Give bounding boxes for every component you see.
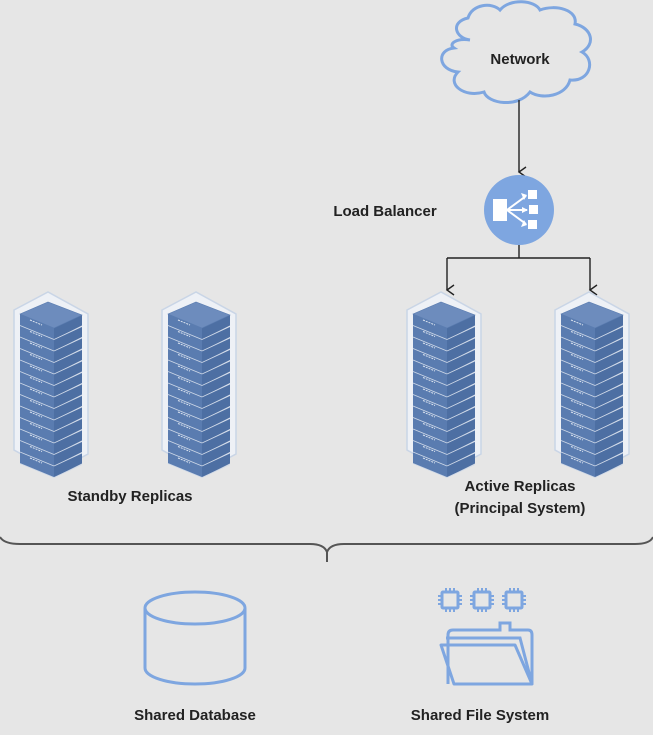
standby-replicas-label: Standby Replicas (67, 488, 193, 505)
server-unit (167, 452, 231, 478)
server-unit (19, 383, 83, 409)
chip-icon (438, 588, 462, 612)
server-unit (19, 314, 83, 340)
grouping-brace (0, 536, 653, 562)
server-unit (167, 406, 231, 432)
server-unit (19, 371, 83, 398)
server-unit (412, 325, 476, 352)
active-replicas-sublabel: (Principal System) (454, 500, 586, 517)
server-unit (560, 383, 624, 409)
server-unit (167, 348, 231, 375)
server-unit (412, 417, 476, 444)
server-unit (167, 360, 231, 386)
shared-database-label: Shared Database (134, 707, 256, 724)
server-unit (167, 440, 231, 467)
server-unit (560, 452, 624, 478)
server-unit (560, 440, 624, 467)
server-unit (19, 417, 83, 444)
server-unit (167, 371, 231, 398)
server-unit (560, 314, 624, 340)
server-unit (412, 348, 476, 375)
shared-file-system-icon[interactable] (438, 588, 534, 686)
server-unit (412, 337, 476, 363)
active-replicas-label: Active Replicas (464, 478, 576, 495)
chip-icon (502, 588, 526, 612)
server-unit (412, 440, 476, 467)
server-unit (560, 394, 624, 421)
server-unit (19, 360, 83, 386)
server-unit (560, 325, 624, 352)
server-unit (560, 417, 624, 444)
server-unit (19, 394, 83, 421)
network-cloud-icon[interactable] (440, 0, 592, 104)
server-unit (560, 429, 624, 455)
active-replica-2-server-icon[interactable] (554, 291, 630, 478)
active-replica-1-server-icon[interactable] (406, 291, 482, 478)
edge-load-balancer-to-active-replicas (445, 245, 598, 296)
server-unit (19, 406, 83, 432)
server-unit (412, 383, 476, 409)
server-unit (19, 429, 83, 455)
server-unit (560, 406, 624, 432)
server-unit (560, 360, 624, 386)
server-unit (167, 394, 231, 421)
load-balancer-icon[interactable] (484, 175, 554, 245)
shared-file-system-label: Shared File System (410, 707, 550, 724)
server-unit (19, 452, 83, 478)
load-balancer-label: Load Balancer (333, 203, 437, 220)
network-label: Network (490, 51, 550, 68)
server-unit (19, 325, 83, 352)
server-unit (412, 452, 476, 478)
server-unit (167, 417, 231, 444)
server-unit (560, 348, 624, 375)
server-unit (412, 394, 476, 421)
server-unit (412, 429, 476, 455)
server-unit (19, 440, 83, 467)
server-unit (167, 383, 231, 409)
standby-replica-2-server-icon[interactable] (161, 291, 237, 478)
shared-database-icon[interactable] (143, 590, 247, 686)
server-unit (167, 337, 231, 363)
server-unit (167, 325, 231, 352)
server-unit (167, 429, 231, 455)
standby-replica-1-server-icon[interactable] (13, 291, 89, 478)
chip-icon (470, 588, 494, 612)
server-unit (167, 314, 231, 340)
server-unit (560, 337, 624, 363)
server-unit (19, 348, 83, 375)
server-unit (412, 406, 476, 432)
server-unit (560, 371, 624, 398)
server-unit (412, 371, 476, 398)
server-unit (412, 360, 476, 386)
server-unit (412, 314, 476, 340)
server-unit (19, 337, 83, 363)
